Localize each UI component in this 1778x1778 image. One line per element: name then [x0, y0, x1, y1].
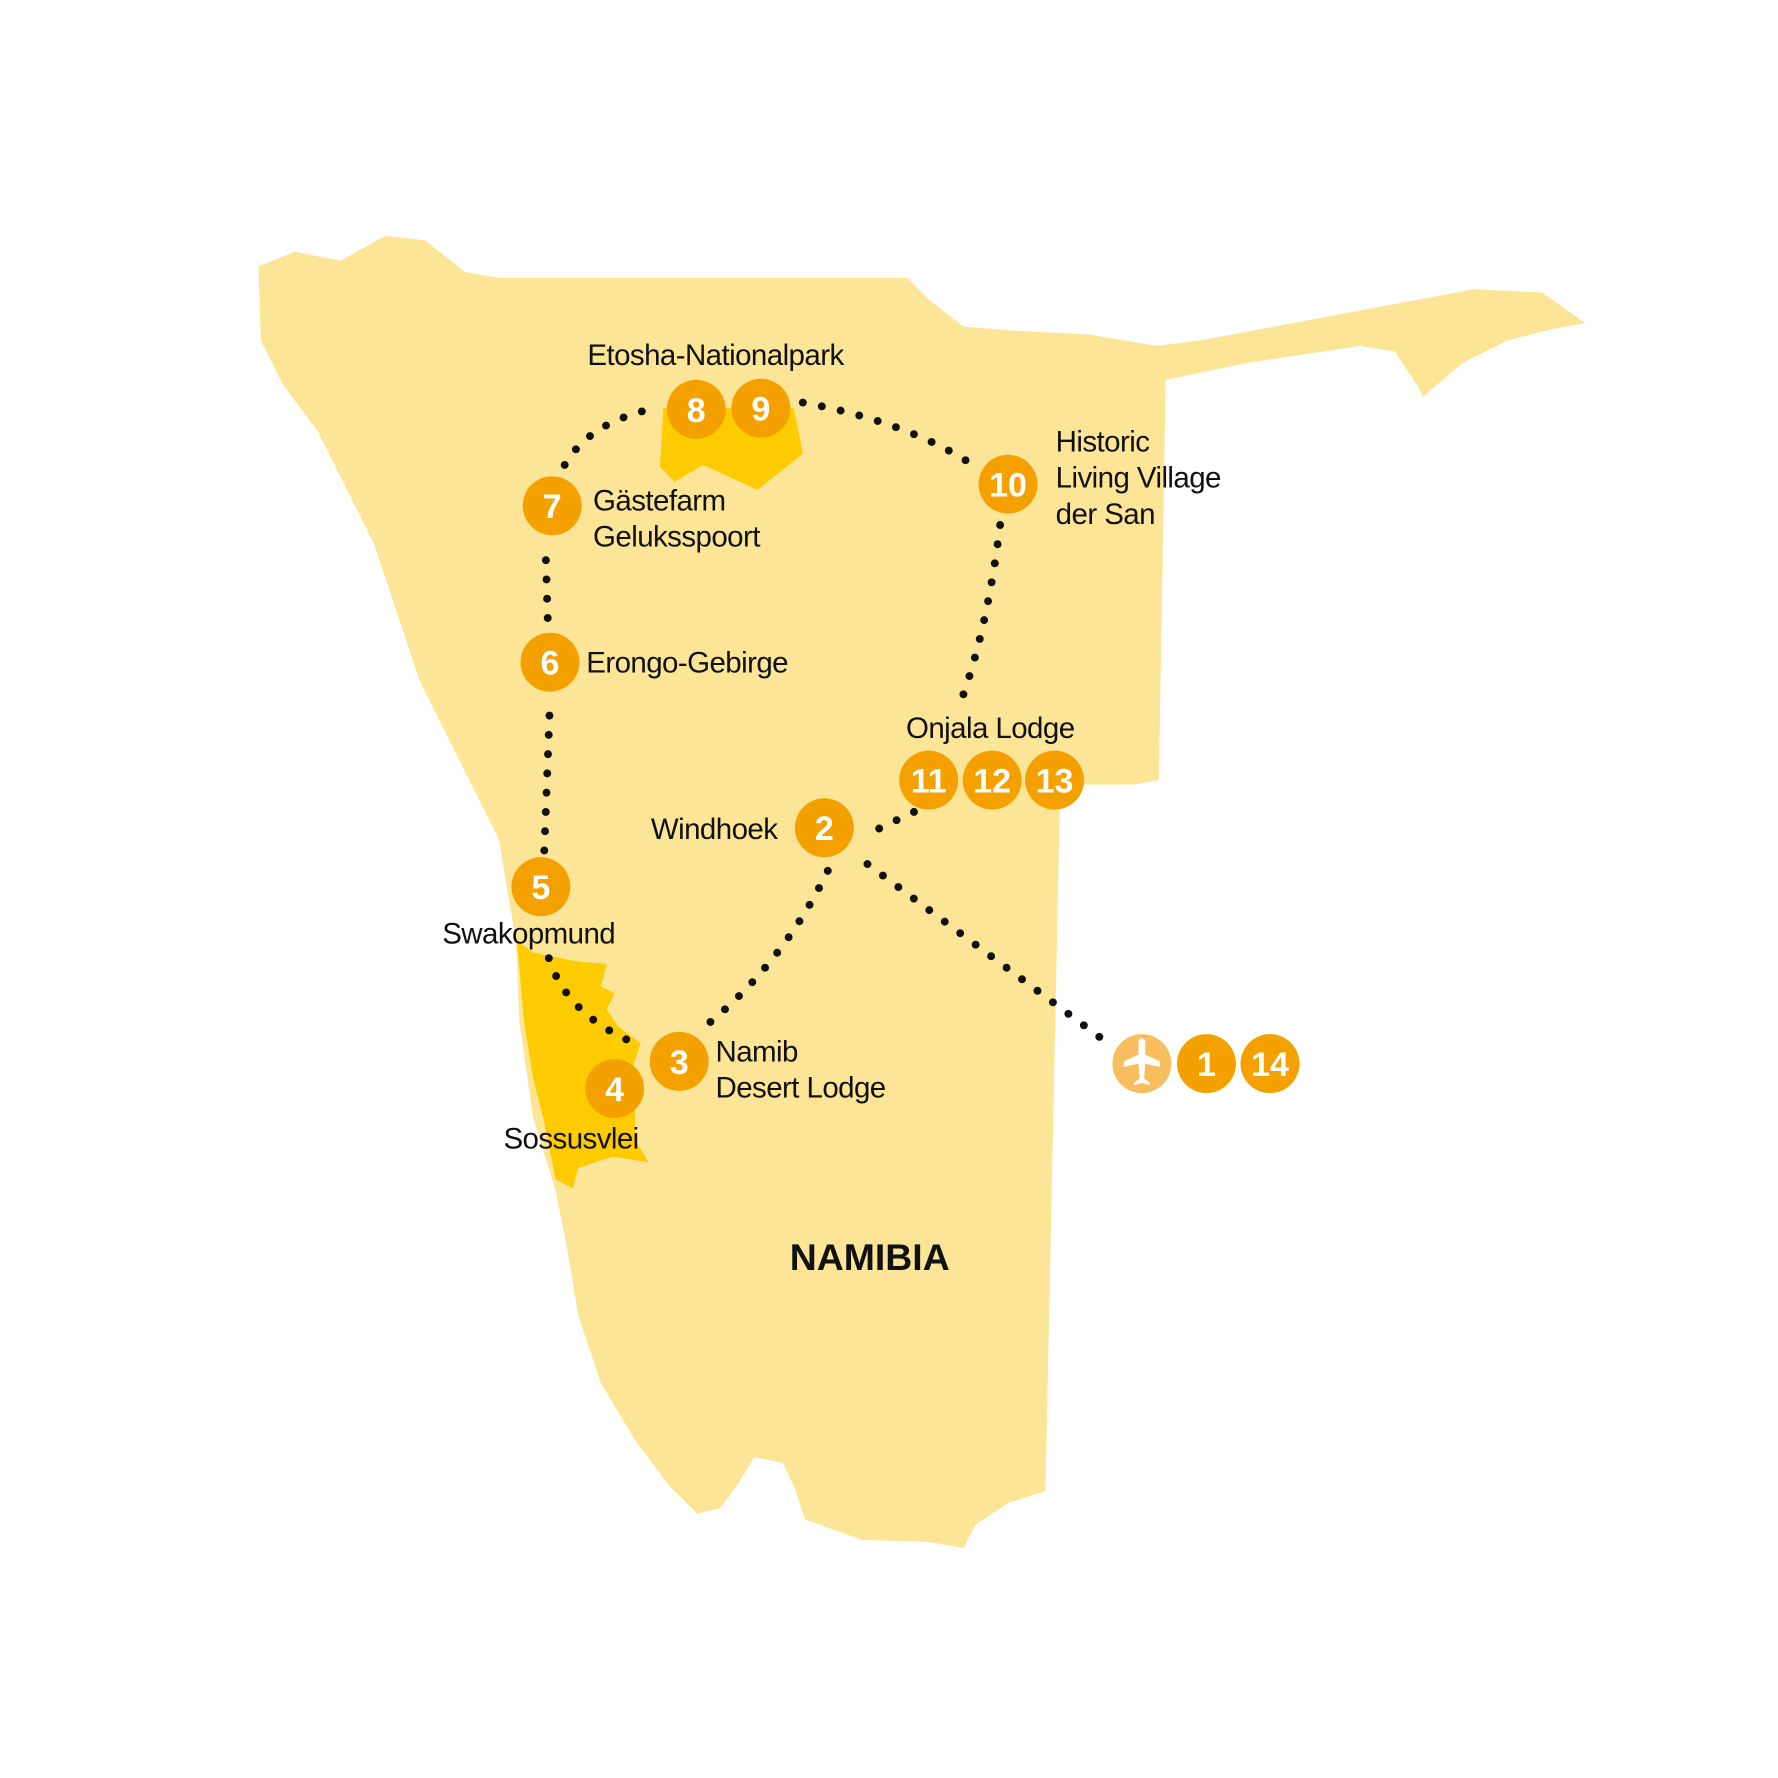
svg-text:8: 8: [687, 392, 706, 430]
stop-6[interactable]: 6: [520, 632, 580, 692]
svg-text:3: 3: [670, 1044, 689, 1082]
svg-text:6: 6: [540, 645, 559, 683]
label-swakopmund: Swakopmund: [442, 917, 615, 950]
label-namib-2: Desert Lodge: [716, 1072, 886, 1105]
airport-stop[interactable]: [1112, 1034, 1172, 1094]
svg-text:13: 13: [1036, 763, 1074, 801]
stop-14[interactable]: 14: [1240, 1034, 1300, 1094]
svg-text:4: 4: [605, 1071, 624, 1109]
label-san-3: der San: [1056, 498, 1155, 531]
namib-park-area: [517, 941, 649, 1189]
svg-text:10: 10: [989, 467, 1027, 505]
label-windhoek: Windhoek: [651, 813, 778, 846]
country-label: NAMIBIA: [790, 1236, 950, 1278]
label-onjala: Onjala Lodge: [906, 712, 1075, 745]
stop-12[interactable]: 12: [962, 750, 1022, 810]
svg-text:11: 11: [911, 763, 947, 801]
route: [540, 398, 1112, 1048]
stop-11[interactable]: 11: [899, 750, 959, 810]
stop-4[interactable]: 4: [585, 1059, 645, 1119]
stop-9[interactable]: 9: [731, 378, 791, 438]
label-san-2: Living Village: [1056, 462, 1221, 495]
svg-text:12: 12: [973, 763, 1011, 801]
label-san: Historic: [1056, 425, 1150, 458]
stop-2[interactable]: 2: [794, 798, 854, 858]
stop-3[interactable]: 3: [649, 1031, 709, 1091]
label-sossusvlei: Sossusvlei: [503, 1123, 638, 1156]
stop-8[interactable]: 8: [666, 379, 726, 439]
svg-text:9: 9: [751, 391, 770, 429]
stop-13[interactable]: 13: [1025, 750, 1085, 810]
namibia-land: [258, 235, 1586, 1548]
label-gastefarm: Gästefarm: [593, 484, 725, 517]
stop-10[interactable]: 10: [978, 454, 1038, 514]
stops: 8 9 7 6 5 10 11 12 13 2 3 4 1 14: [511, 378, 1300, 1119]
svg-text:5: 5: [531, 869, 550, 907]
svg-text:7: 7: [543, 488, 562, 526]
label-erongo: Erongo-Gebirge: [586, 646, 788, 679]
svg-text:2: 2: [815, 810, 834, 848]
svg-text:14: 14: [1251, 1046, 1289, 1084]
stop-5[interactable]: 5: [511, 857, 571, 917]
label-gastefarm-2: Geluksspoort: [593, 521, 760, 554]
svg-text:1: 1: [1197, 1046, 1216, 1084]
stop-1[interactable]: 1: [1177, 1034, 1236, 1094]
label-etosha: Etosha-Nationalpark: [587, 339, 844, 372]
label-namib: Namib: [716, 1035, 798, 1068]
stop-7[interactable]: 7: [522, 476, 582, 536]
airplane-icon: [1123, 1038, 1161, 1086]
